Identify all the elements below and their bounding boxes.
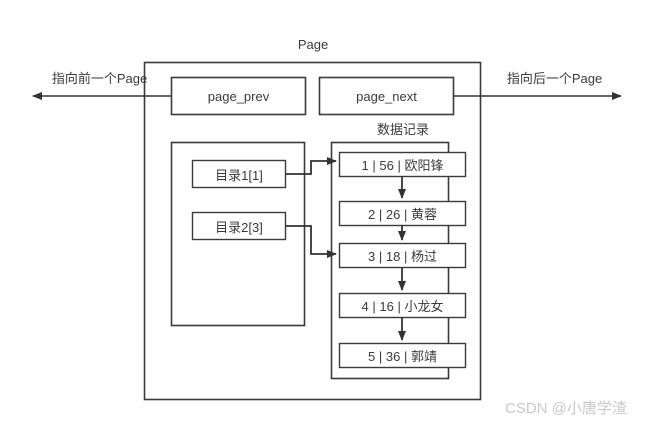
directory-box-2[interactable] <box>191 211 287 241</box>
page-next-label[interactable]: page_next <box>356 88 417 104</box>
prev-page-caption: 指向前一个Page <box>51 71 148 86</box>
page-prev-box[interactable] <box>170 76 307 116</box>
record-box-5[interactable] <box>338 342 467 369</box>
record-box-3[interactable] <box>338 242 467 269</box>
record-4-label[interactable]: 4 | 16 | 小龙女 <box>361 299 444 314</box>
page-next-box[interactable] <box>318 76 455 116</box>
record-2-label[interactable]: 2 | 26 | 黄蓉 <box>368 207 437 222</box>
directory-1-label[interactable]: 目录1[1] <box>215 167 263 183</box>
directory-container <box>170 141 306 327</box>
directory-2-to-record-3-arrow <box>285 225 337 258</box>
records-title: 数据记录 <box>376 122 429 137</box>
page-prev-label[interactable]: page_prev <box>207 88 270 104</box>
page-container <box>143 61 482 401</box>
record-box-2[interactable] <box>338 200 467 227</box>
directory-1-to-record-1-arrow <box>285 157 337 175</box>
record-5-label[interactable]: 5 | 36 | 郭靖 <box>368 349 437 364</box>
next-page-caption: 指向后一个Page <box>506 71 603 86</box>
record-box-1[interactable] <box>338 151 467 178</box>
record-3-label[interactable]: 3 | 18 | 杨过 <box>368 249 437 264</box>
record-1-label[interactable]: 1 | 56 | 欧阳锋 <box>361 158 444 173</box>
page-title: Page <box>297 37 329 52</box>
record-box-4[interactable] <box>338 292 467 319</box>
directory-2-label[interactable]: 目录2[3] <box>215 219 263 235</box>
csdn-watermark: CSDN @小唐学渣 <box>505 400 627 417</box>
